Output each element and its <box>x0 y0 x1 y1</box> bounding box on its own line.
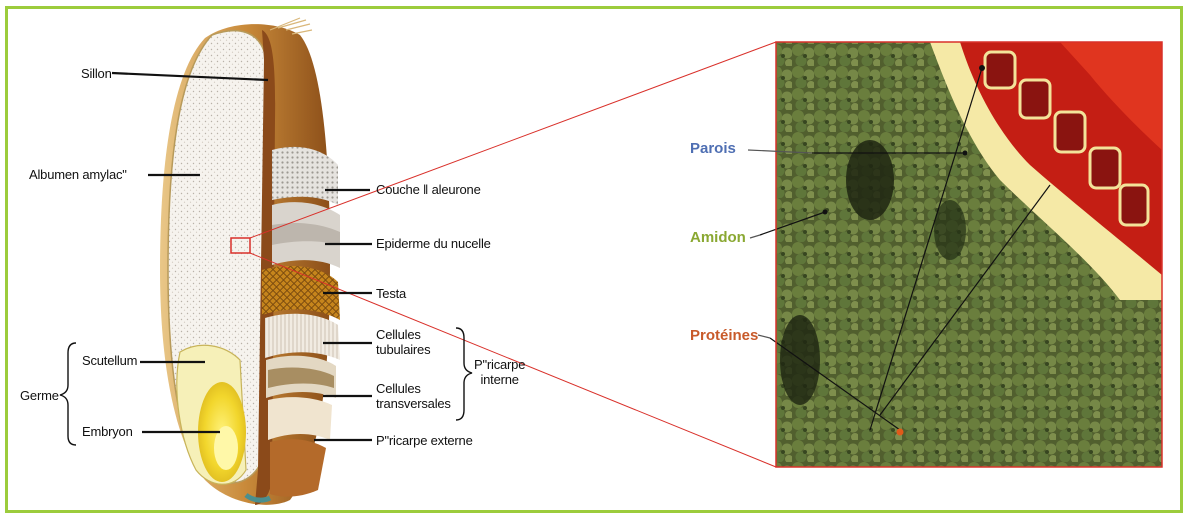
label-cellules-tubulaires: Cellules tubulaires <box>376 327 430 357</box>
label-cellules-transversales: Cellules transversales <box>376 381 451 411</box>
label-embryon: Embryon <box>82 424 133 439</box>
label-scutellum: Scutellum <box>82 353 137 368</box>
micrograph <box>760 42 1162 467</box>
label-parois: Parois <box>690 140 736 157</box>
label-sillon: Sillon <box>81 66 112 81</box>
label-proteines: Protéines <box>690 327 758 344</box>
label-testa: Testa <box>376 286 406 301</box>
label-couche-aleurone: Couche ‖ aleurone <box>376 182 481 197</box>
label-amidon: Amidon <box>690 229 746 246</box>
label-epiderme-nucelle: Epiderme du nucelle <box>376 236 491 251</box>
label-pericarpe-interne: P"ricarpe interne <box>474 357 525 387</box>
label-germe: Germe <box>20 388 59 403</box>
label-albumen: Albumen amylac" <box>29 167 127 182</box>
label-pericarpe-externe: P"ricarpe externe <box>376 433 473 448</box>
